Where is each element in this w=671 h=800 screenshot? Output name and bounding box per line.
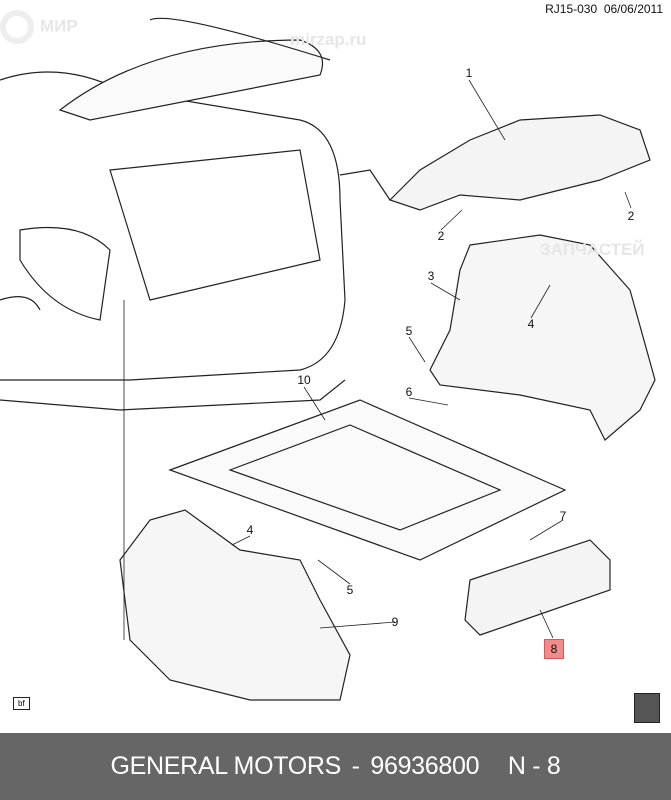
parts-diagram [0, 17, 656, 701]
callout-2: 2 [627, 209, 635, 223]
footer-part-number: 96936800 [370, 752, 480, 780]
diagram-code: RJ15-030 [545, 2, 598, 16]
footer-bar: GENERAL MOTORS - 96936800 N - 8 [0, 733, 671, 800]
callout-10: 10 [297, 373, 311, 387]
callout-6: 6 [405, 385, 413, 399]
part-10-floor-panel [168, 399, 567, 561]
callout-5: 5 [405, 324, 413, 338]
callout-8-highlighted[interactable]: 8 [544, 639, 564, 659]
callout-2: 2 [437, 229, 445, 243]
callout-3: 3 [427, 269, 435, 283]
footer-ref: N - 8 [507, 752, 561, 780]
callout-1: 1 [465, 66, 473, 80]
part-1-trim-panel [339, 114, 651, 211]
callout-5: 5 [346, 583, 354, 597]
part-9-side-trim-left [119, 509, 351, 701]
callout-4: 4 [527, 317, 535, 331]
callout-9: 9 [391, 615, 399, 629]
footer-brand: GENERAL MOTORS [110, 752, 342, 780]
callout-7: 7 [559, 509, 567, 523]
leader-lines [123, 79, 632, 640]
gm-logo-icon [634, 693, 660, 723]
diagram-date: 06/06/2011 [603, 2, 663, 16]
bf-badge: bf [13, 697, 30, 710]
footer-separator: - [351, 752, 360, 780]
callout-4: 4 [246, 523, 254, 537]
part-8-sill-plate [464, 539, 611, 636]
diagram-header: RJ15-030 06/06/2011 [545, 2, 663, 16]
part-3-side-trim-right [429, 234, 656, 441]
car-rear-body [0, 17, 346, 411]
